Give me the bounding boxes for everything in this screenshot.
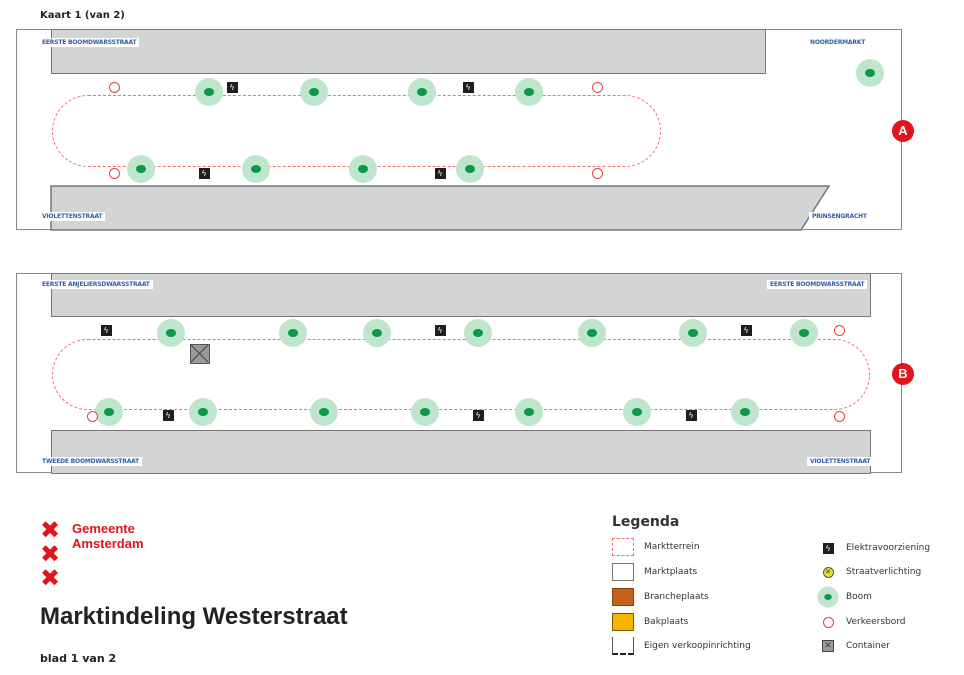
market-area (52, 339, 870, 410)
logo-cross-icon: ✖ (40, 564, 61, 592)
legend-item: ✕ Straatverlichting (820, 564, 921, 580)
electricity-icon: ϟ (226, 81, 238, 93)
tree-icon (242, 155, 270, 183)
tree-icon (515, 398, 543, 426)
tree-icon (363, 319, 391, 347)
legend-item: Boom (817, 586, 872, 608)
tree-icon (157, 319, 185, 347)
market-area-swatch (612, 538, 634, 556)
electricity-icon: ϟ (685, 409, 697, 421)
tree-icon (127, 155, 155, 183)
street-label: PRINSENGRACHT (809, 212, 870, 221)
page-title: Marktindeling Westerstraat (40, 603, 348, 630)
container-icon: ✕ (822, 640, 834, 652)
logo-line-2: Amsterdam (72, 536, 144, 551)
legend-label: Bakplaats (644, 617, 689, 627)
traffic-sign-icon (822, 616, 834, 628)
electricity-icon: ϟ (822, 542, 834, 554)
street-label: NOORDERMARKT (807, 38, 869, 47)
traffic-sign-icon (108, 167, 120, 179)
logo-line-1: Gemeente (72, 521, 135, 536)
traffic-sign-icon (86, 410, 98, 422)
tree-icon (189, 398, 217, 426)
electricity-icon: ϟ (740, 324, 752, 336)
legend-item: Marktplaats (612, 563, 697, 581)
tree-icon (817, 586, 839, 608)
tree-icon (408, 78, 436, 106)
tree-icon (623, 398, 651, 426)
street-label: TWEEDE BOOMDWARSSTRAAT (39, 457, 143, 466)
legend-label: Brancheplaats (644, 592, 709, 602)
legend-item: Bakplaats (612, 613, 688, 631)
legend-label: Eigen verkoopinrichting (644, 641, 751, 651)
tree-icon (300, 78, 328, 106)
logo-cross-icon: ✖ (40, 540, 61, 568)
street-label: VIOLETTENSTRAAT (807, 457, 874, 466)
electricity-icon: ϟ (100, 324, 112, 336)
legend-item: Brancheplaats (612, 588, 709, 606)
street-label: EERSTE ANJELIERSDWARSSTRAAT (39, 280, 153, 289)
legend-item: Marktterrein (612, 538, 700, 556)
tree-icon (515, 78, 543, 106)
legend-label: Elektravoorziening (846, 543, 931, 553)
tree-icon (856, 59, 884, 87)
legend-item: Eigen verkoopinrichting (612, 637, 751, 655)
tree-icon (731, 398, 759, 426)
legend-label: Boom (846, 592, 872, 602)
electricity-icon: ϟ (162, 409, 174, 421)
legend-item: Verkeersbord (820, 614, 906, 630)
tree-icon (411, 398, 439, 426)
tree-icon (679, 319, 707, 347)
logo-cross-icon: ✖ (40, 516, 61, 544)
tree-icon (195, 78, 223, 106)
legend-label: Verkeersbord (846, 617, 906, 627)
tree-icon (790, 319, 818, 347)
market-stall-swatch (612, 563, 634, 581)
street-label: EERSTE BOOMDWARSSTRAAT (767, 280, 868, 289)
legend-label: Marktplaats (644, 567, 698, 577)
street-label: VIOLETTENSTRAAT (39, 212, 106, 221)
traffic-sign-icon (591, 81, 603, 93)
tree-icon (310, 398, 338, 426)
branche-swatch (612, 588, 634, 606)
legend-item: ϟ Elektravoorziening (820, 540, 930, 556)
traffic-sign-icon (833, 324, 845, 336)
tree-icon (95, 398, 123, 426)
building-block-bottom (51, 430, 871, 474)
tree-icon (456, 155, 484, 183)
traffic-sign-icon (591, 167, 603, 179)
building-block-top (51, 273, 871, 317)
map1-title: Kaart 1 (van 2) (40, 10, 125, 21)
street-label: EERSTE BOOMDWARSSTRAAT (39, 38, 140, 47)
building-block-top (51, 29, 766, 74)
legend-title: Legenda (612, 514, 680, 530)
bakplaats-swatch (612, 613, 634, 631)
map-badge-a: A (892, 120, 914, 142)
tree-icon (578, 319, 606, 347)
page-subtitle: blad 1 van 2 (40, 652, 117, 665)
container-icon (190, 344, 210, 364)
legend-label: Straatverlichting (846, 567, 922, 577)
tree-icon (279, 319, 307, 347)
own-stall-swatch (612, 637, 634, 655)
legend-label: Marktterrein (644, 542, 700, 552)
map-2: EERSTE ANJELIERSDWARSSTRAAT EERSTE BOOMD… (16, 273, 914, 474)
streetlight-icon: ✕ (822, 566, 834, 578)
map-1: EERSTE BOOMDWARSSTRAAT NOORDERMARKT VIOL… (16, 29, 914, 231)
electricity-icon: ϟ (472, 409, 484, 421)
electricity-icon: ϟ (434, 324, 446, 336)
traffic-sign-icon (108, 81, 120, 93)
legend-item: ✕ Container (820, 638, 890, 654)
tree-icon (349, 155, 377, 183)
electricity-icon: ϟ (198, 167, 210, 179)
electricity-icon: ϟ (462, 81, 474, 93)
map-badge-b: B (892, 363, 914, 385)
legend-label: Container (846, 641, 890, 651)
electricity-icon: ϟ (434, 167, 446, 179)
traffic-sign-icon (833, 410, 845, 422)
tree-icon (464, 319, 492, 347)
